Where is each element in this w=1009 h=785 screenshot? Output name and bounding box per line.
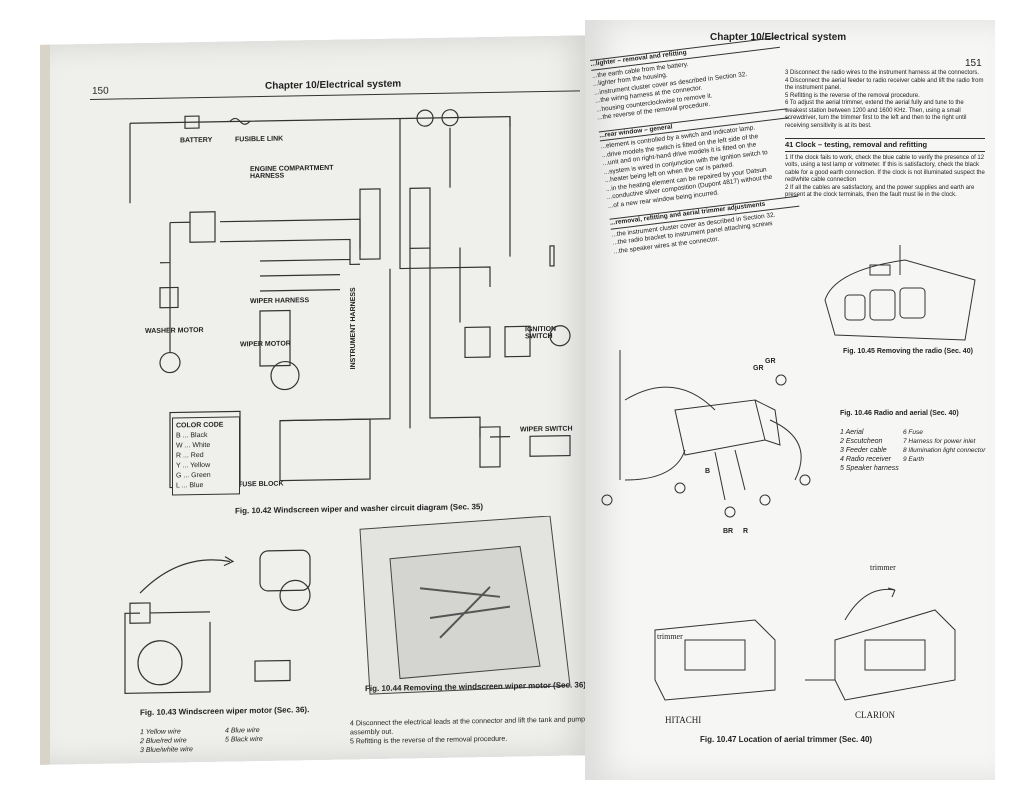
column-2: 3 Disconnect the radio wires to the inst…	[785, 70, 985, 200]
engine-harness-label: ENGINE COMPARTMENT HARNESS	[250, 164, 334, 181]
paragraph: 1 If the clock fails to work, check the …	[785, 154, 985, 184]
paragraph: 3 Disconnect the radio wires to the inst…	[785, 70, 980, 76]
radio-aerial-diagram	[601, 350, 811, 518]
aerial-trimmer-diagram	[654, 587, 956, 701]
legend-item: 5 Black wire	[225, 735, 263, 744]
wiper-harness-label: WIPER HARNESS	[250, 297, 310, 306]
page-header: Chapter 10/Electrical system	[710, 32, 847, 43]
paragraph: 4 Disconnect the aerial feeder to radio …	[785, 77, 984, 92]
fig-10-46-legend-col2: 6 Fuse 7 Harness for power inlet 8 Illum…	[903, 428, 998, 464]
legend-item: 3 Blue/white wire	[140, 746, 193, 755]
fig-10-42-caption: Fig. 10.42 Windscreen wiper and washer c…	[235, 502, 484, 516]
paragraph: 2 If all the cables are satisfactory, an…	[785, 184, 975, 199]
wiper-motor-label: WIPER MOTOR	[240, 340, 291, 349]
color-code-item: L ... Blue	[176, 481, 204, 490]
wiper-removal-photo	[359, 515, 571, 695]
paragraph: 5 Refitting is the reverse of the remova…	[785, 92, 920, 99]
r-label: R	[743, 528, 749, 535]
hitachi-label: HITACHI	[665, 715, 702, 725]
fig-10-43-caption: Fig. 10.43 Windscreen wiper motor (Sec. …	[140, 705, 310, 718]
battery-label: BATTERY	[180, 136, 213, 145]
fig-10-46-legend: 1 Aerial 2 Escutcheon 3 Feeder cable 4 R…	[840, 428, 910, 473]
page-number: 150	[92, 85, 109, 97]
gr-label: GR	[765, 358, 776, 365]
legend-item: 2 Escutcheon	[840, 438, 883, 445]
legend-item: 4 Radio receiver	[840, 456, 891, 463]
left-page: 150 Chapter 10/Electrical system BATTERY…	[40, 35, 595, 765]
gr-label: GR	[753, 365, 764, 372]
trimmer-label: trimmer	[657, 632, 683, 641]
br-label: BR	[723, 528, 734, 535]
washer-motor-label: WASHER MOTOR	[145, 326, 204, 336]
section-41-title: 41 Clock – testing, removal and refittin…	[785, 138, 985, 152]
legend-item: 5 Speaker harness	[840, 465, 899, 472]
page-number: 151	[965, 58, 982, 69]
color-code-box: COLOR CODE B ... Black W ... White R ...…	[172, 416, 240, 496]
fig-10-45-caption: Fig. 10.45 Removing the radio (Sec. 40)	[843, 348, 973, 355]
column-1: ...lighter – removal and refitting ...th…	[590, 36, 803, 257]
instrument-harness-label: INSTRUMENT HARNESS	[350, 287, 357, 370]
legend-item: 1 Aerial	[840, 429, 864, 436]
fig-10-43-legend-col2: 4 Blue wire 5 Black wire	[225, 725, 305, 744]
fig-10-43-legend: 1 Yellow wire 2 Blue/red wire 3 Blue/whi…	[140, 727, 230, 756]
paragraph: 6 To adjust the aerial trimmer, extend t…	[785, 100, 967, 129]
clarion-label: CLARION	[855, 710, 895, 720]
wiper-motor-diagram	[124, 549, 311, 694]
wiper-switch-label: WIPER SWITCH	[520, 425, 573, 434]
fig-10-46-caption: Fig. 10.46 Radio and aerial (Sec. 40)	[840, 410, 959, 417]
right-page: Chapter 10/Electrical system 151 ...ligh…	[585, 20, 995, 780]
wiper-circuit-diagram	[129, 109, 571, 489]
b-label: B	[705, 468, 711, 475]
legend-item: 3 Feeder cable	[840, 447, 887, 454]
legend-item: 8 Illumination light connector	[903, 447, 986, 454]
fig-10-47-caption: Fig. 10.47 Location of aerial trimmer (S…	[700, 735, 873, 744]
radio-removal-diagram	[824, 245, 976, 341]
fuse-block-label: FUSE BLOCK	[238, 480, 284, 489]
body-text: 4 Disconnect the electrical leads at the…	[350, 715, 590, 746]
legend-item: 6 Fuse	[903, 429, 923, 436]
trimmer-label: trimmer	[870, 563, 896, 572]
legend-item: 9 Earth	[903, 456, 924, 463]
ignition-switch-label: IGNITION SWITCH	[525, 325, 557, 341]
legend-item: 7 Harness for power inlet	[903, 438, 976, 445]
fusible-link-label: FUSIBLE LINK	[235, 135, 284, 144]
page-header: Chapter 10/Electrical system	[265, 78, 402, 92]
